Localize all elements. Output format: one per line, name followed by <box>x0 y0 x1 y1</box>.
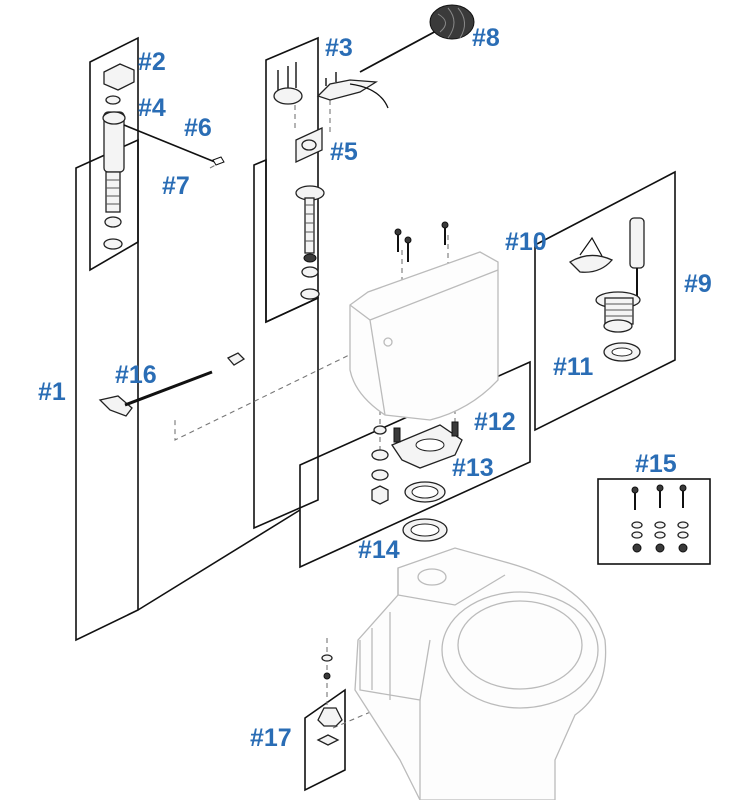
frame-part-1-inner <box>89 36 139 272</box>
frame-part-1 <box>75 138 139 642</box>
ballcock-body <box>102 111 126 250</box>
part-3-flush-handle <box>273 62 389 109</box>
frame-fill-valve-group <box>253 158 319 530</box>
callout-2: #2 <box>138 48 166 76</box>
callout-16: #16 <box>115 361 157 389</box>
callout-11: #11 <box>553 353 593 381</box>
part-7-clip <box>212 156 225 166</box>
part-11-gasket <box>603 342 641 362</box>
callout-9: #9 <box>684 270 712 298</box>
frame-part-17 <box>304 688 346 792</box>
frame-part-3-group <box>265 36 319 324</box>
tank-bolt-washers <box>371 425 389 505</box>
part-9-flush-valve <box>595 217 645 333</box>
callouts: #1 #2 #3 #4 #5 #6 #7 #8 #9 #10 #11 #12 #… <box>38 24 712 752</box>
callout-8: #8 <box>472 24 500 52</box>
part-16-trip-lever <box>98 352 246 417</box>
part-5-diaphragm <box>295 126 323 164</box>
tank-bolts <box>394 221 449 262</box>
fill-valve-stack <box>295 185 325 300</box>
callout-5: #5 <box>330 138 358 166</box>
callout-14: #14 <box>358 536 400 564</box>
callout-12: #12 <box>474 408 516 436</box>
part-17-bolt-cap <box>316 654 343 746</box>
callout-15: #15 <box>635 450 677 478</box>
callout-10: #10 <box>505 228 547 256</box>
callout-4: #4 <box>138 94 166 122</box>
frame-connector-1 <box>137 509 301 611</box>
toilet-tank <box>349 251 499 421</box>
frame-part-9 <box>534 170 676 432</box>
callout-1: #1 <box>38 378 66 406</box>
part-6-refill-tube <box>123 124 216 163</box>
callout-13: #13 <box>452 454 494 482</box>
part-10-flapper <box>568 236 614 273</box>
part-4-washer <box>105 95 121 105</box>
callout-7: #7 <box>162 172 190 200</box>
toilet-bowl <box>354 547 607 800</box>
part-14-spud-washer <box>402 518 448 542</box>
callout-3: #3 <box>325 34 353 62</box>
part-8-float-ball <box>359 4 475 73</box>
callout-6: #6 <box>184 114 212 142</box>
callout-17: #17 <box>250 724 292 752</box>
part-12-bracket <box>391 421 463 469</box>
frame-part-15 <box>597 478 711 565</box>
part-13-gasket <box>404 481 446 503</box>
part-2-cap <box>103 63 135 91</box>
part-15-hardware <box>631 484 689 553</box>
